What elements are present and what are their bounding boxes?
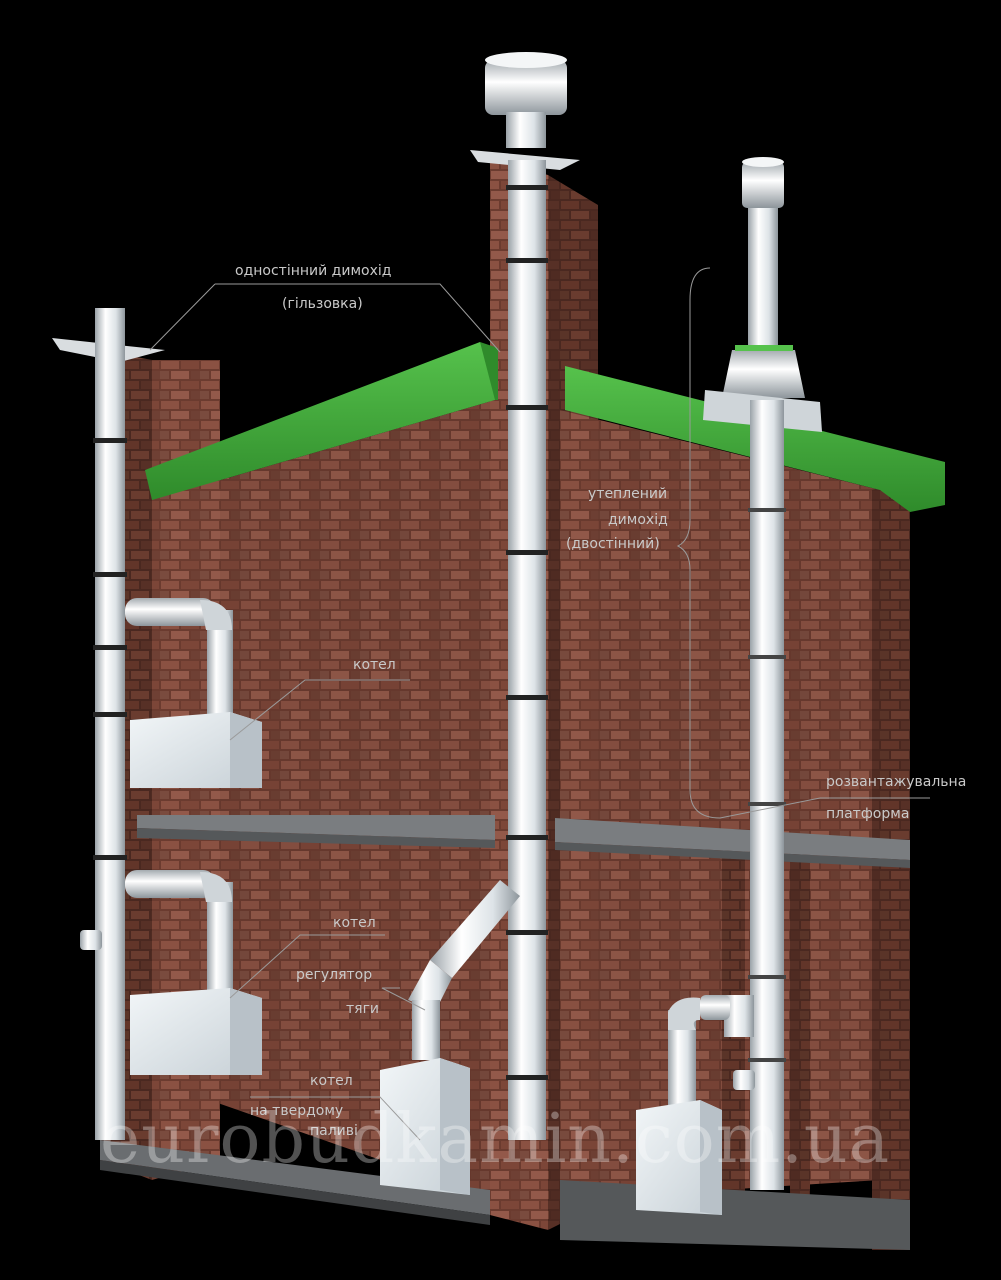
lower-boiler-assembly xyxy=(125,870,262,1075)
leader-lines xyxy=(149,267,930,1141)
label-insulated-chimney-sub1: димохід xyxy=(608,512,668,528)
label-solid-fuel-boiler-sub1: на твердому xyxy=(250,1103,344,1119)
label-solid-fuel-boiler-sub2: паливі xyxy=(310,1123,358,1139)
label-unloading-platform: розвантажувальна xyxy=(826,774,967,790)
floor-slabs xyxy=(100,815,910,1250)
label-single-wall-chimney: одностінний димохід xyxy=(235,263,392,279)
label-insulated-chimney-sub2: (двостінний) xyxy=(566,536,660,552)
label-insulated-chimney: утеплений xyxy=(588,486,668,502)
single-wall-chimney xyxy=(52,308,165,1140)
insulated-chimney xyxy=(636,157,822,1215)
label-single-wall-chimney-sub: (гільзовка) xyxy=(282,296,363,312)
label-boiler-middle: котел xyxy=(333,915,376,931)
label-boiler-upper: котел xyxy=(353,657,396,673)
central-liner-chimney xyxy=(380,52,580,1195)
label-unloading-platform-sub: платформа xyxy=(826,806,910,822)
upper-boiler-assembly xyxy=(125,598,262,788)
label-solid-fuel-boiler: котел xyxy=(310,1073,353,1089)
watermark: eurobudkamin.com.ua xyxy=(100,1100,891,1179)
label-draft-regulator: регулятор xyxy=(296,967,373,983)
label-draft-regulator-sub: тяги xyxy=(346,1001,380,1017)
